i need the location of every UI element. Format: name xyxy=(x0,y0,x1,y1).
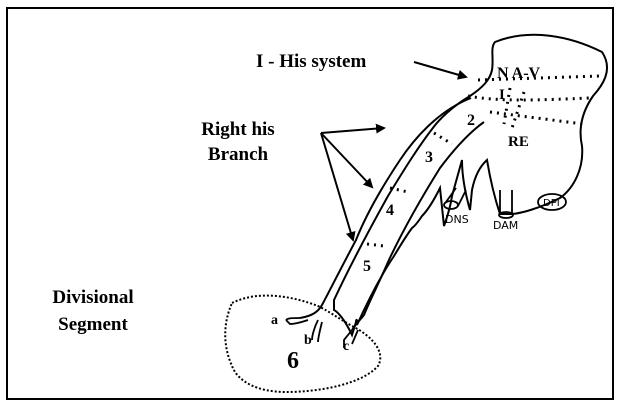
right-his-branch-label-line2: Branch xyxy=(207,144,269,165)
segment-1-label: I xyxy=(499,87,505,103)
segment-6-label: 6 xyxy=(287,348,299,374)
branch-b-label: b xyxy=(304,333,312,348)
his-system-label: I - His system xyxy=(256,51,367,72)
dpi-label: DPI xyxy=(543,198,560,209)
segment-3-label: 3 xyxy=(425,149,433,166)
dns-label: DNS xyxy=(445,213,469,226)
right-his-arrow-3 xyxy=(320,132,356,242)
nav-label: N A-V xyxy=(497,65,541,82)
right-his-arrow-2 xyxy=(320,132,374,189)
trunk-left-edge xyxy=(299,97,472,319)
divisional-segment-label-line2: Segment xyxy=(58,314,128,335)
branch-c-label: c xyxy=(343,339,349,354)
subdivision-tubes xyxy=(443,187,567,219)
divisional-segment-blob xyxy=(224,294,382,394)
segment-4-label: 4 xyxy=(386,202,394,219)
his-system-arrow xyxy=(413,61,468,80)
segment-2-label: 2 xyxy=(467,112,475,129)
segment-5-label: 5 xyxy=(363,258,371,275)
divisional-segment-label-line1: Divisional xyxy=(52,287,134,308)
dam-label: DAM xyxy=(493,219,518,232)
branch-a-label: a xyxy=(271,313,278,328)
right-his-branch-label-line1: Right his xyxy=(201,119,275,140)
bundle-outline xyxy=(333,33,608,338)
right-his-arrow-1 xyxy=(320,123,386,134)
segment-dotted-lines xyxy=(366,74,601,248)
blob-branches xyxy=(285,317,359,348)
re-label: RE xyxy=(508,134,529,150)
trunk-right-edge xyxy=(351,121,485,331)
